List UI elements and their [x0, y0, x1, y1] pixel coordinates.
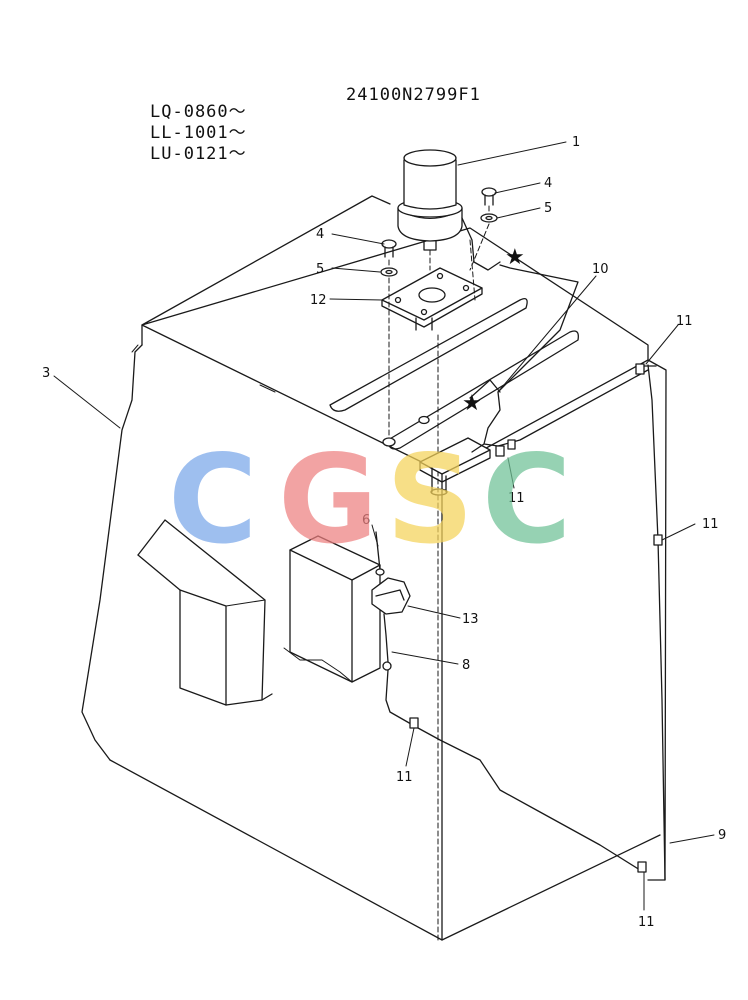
callout-9: 9	[718, 828, 726, 843]
harness-9	[385, 364, 666, 881]
serial-range-2: LL-1001～	[150, 123, 247, 143]
callout-5-left: 5	[316, 262, 324, 277]
callout-13: 13	[462, 612, 479, 627]
callout-11-rear-mid: 11	[702, 517, 719, 532]
watermark: C G S C	[168, 429, 572, 571]
roof-rails	[329, 297, 579, 450]
clip-11-roof	[495, 439, 516, 457]
lower-bracket	[419, 437, 491, 496]
watermark-letter-c1: C	[168, 429, 258, 571]
star-marker-top: ★	[505, 245, 525, 270]
callout-12: 12	[310, 293, 327, 308]
clip-11-rear-mid	[653, 534, 663, 546]
callout-5-right: 5	[544, 201, 552, 216]
harness-10	[469, 264, 649, 453]
watermark-letter-c2: C	[482, 429, 572, 571]
assembly-lines	[388, 205, 490, 941]
screw-6	[375, 531, 385, 576]
leader-lines	[53, 141, 715, 911]
switch-13	[371, 577, 411, 671]
callout-11-roof: 11	[508, 491, 525, 506]
clip-11-lower	[409, 717, 419, 729]
serial-range-3: LU-0121～	[150, 144, 247, 164]
callout-4-right: 4	[544, 176, 552, 191]
star-marker-harness: ★	[462, 391, 482, 416]
bolt-4-right	[481, 187, 497, 206]
drawing-code: 24100N2799F1	[346, 85, 481, 105]
window-frame	[137, 519, 273, 706]
serial-range-1: LQ-0860～	[150, 102, 247, 122]
control-box	[283, 535, 381, 683]
callout-6: 6	[362, 513, 370, 528]
callout-11-rear-top: 11	[676, 314, 693, 329]
callout-4-left: 4	[316, 227, 324, 242]
watermark-letter-g: G	[278, 429, 378, 571]
callout-11-bottom: 11	[638, 915, 655, 930]
callout-8: 8	[462, 658, 470, 673]
cab-body	[81, 195, 667, 941]
callout-10: 10	[592, 262, 609, 277]
callout-1: 1	[572, 135, 580, 150]
watermark-letter-s: S	[386, 429, 474, 571]
clip-11-bottom	[637, 861, 647, 873]
roof-nut	[382, 415, 430, 447]
bolt-4-left	[381, 239, 397, 258]
clip-11-rear-top	[635, 363, 657, 375]
beacon-lamp	[397, 149, 501, 271]
callout-3: 3	[42, 366, 50, 381]
washer-5-right	[480, 213, 498, 223]
mounting-bracket-12	[381, 267, 483, 331]
washer-5-left	[380, 267, 398, 277]
callout-11-lower: 11	[396, 770, 413, 785]
